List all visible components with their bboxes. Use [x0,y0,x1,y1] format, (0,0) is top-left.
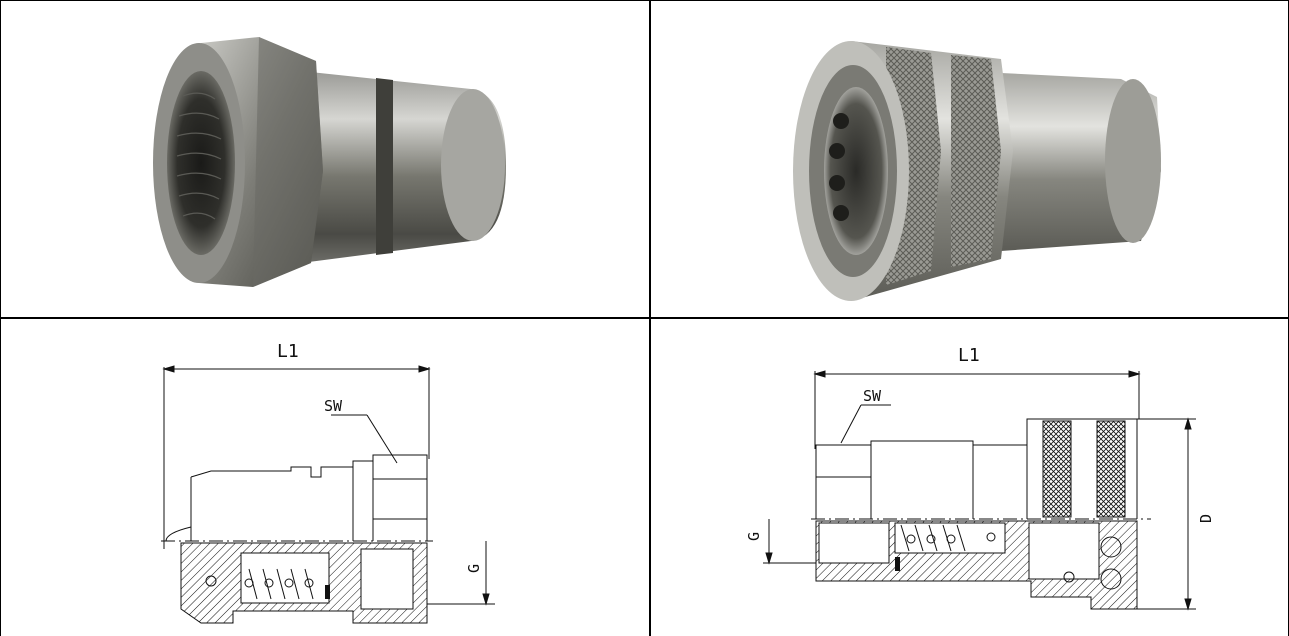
plug-drawing-cell: L1 SW G [1,319,649,635]
socket-photo-cell [651,1,1288,317]
plug-g-label: G [465,564,483,573]
table-border-middle-horizontal [0,317,1289,319]
plug-l1-label: L1 [277,341,299,362]
plug-photo [153,37,506,287]
plug-photo-cell [1,1,649,317]
socket-d-label: D [1197,514,1215,523]
table-border-top [0,0,1289,1]
socket-l1-label: L1 [958,345,980,366]
plug-drawing: L1 SW G [161,341,495,624]
socket-g-label: G [745,532,763,541]
table-border-middle-vertical [649,0,651,636]
plug-sw-label: SW [324,397,343,415]
socket-sw-label: SW [863,387,882,405]
socket-drawing: L1 SW G D [745,345,1215,611]
socket-drawing-cell: L1 SW G D [651,319,1288,635]
socket-photo [793,41,1161,301]
